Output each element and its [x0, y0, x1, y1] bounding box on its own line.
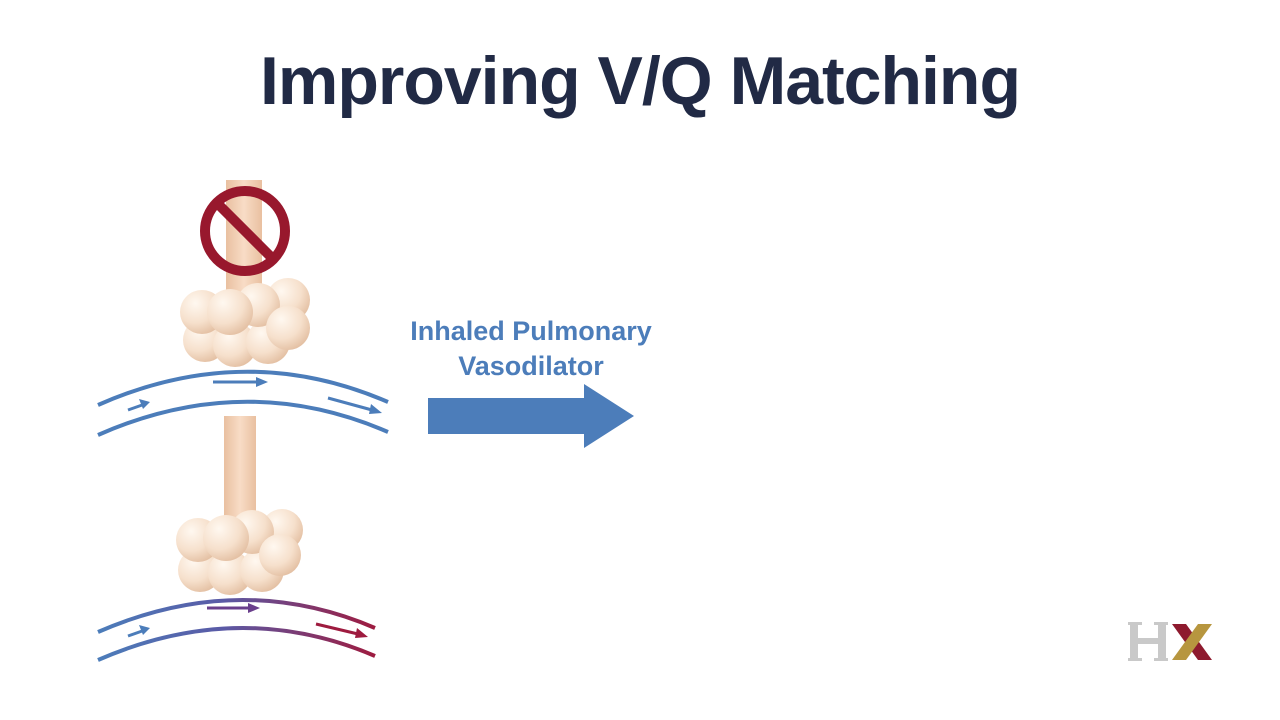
hx-logo	[1128, 622, 1212, 661]
treatment-label: Inhaled Pulmonary Vasodilator	[380, 314, 682, 384]
alveoli-cluster-top	[180, 278, 310, 367]
flow-arrow-icon	[127, 399, 150, 412]
logo-x-letter	[1172, 624, 1212, 660]
flow-arrow-icon	[127, 625, 150, 638]
treatment-label-line1: Inhaled Pulmonary	[410, 316, 652, 346]
airway-bottom	[224, 416, 256, 526]
flow-arrow-icon	[327, 396, 382, 414]
slide-title: Improving V/Q Matching	[259, 43, 1021, 119]
alveoli-cluster-bottom	[176, 509, 303, 595]
prohibited-icon	[200, 186, 290, 276]
treatment-label-line2: Vasodilator	[458, 351, 604, 381]
logo-h-letter	[1128, 622, 1168, 661]
blocked-alveolar-unit	[97, 180, 389, 437]
arrow-right-icon	[428, 384, 634, 448]
flow-arrow-icon	[207, 603, 260, 613]
vessel-bottom	[97, 598, 376, 662]
flow-arrow-icon	[315, 622, 368, 638]
ventilated-alveolar-unit	[97, 416, 376, 662]
flow-arrow-icon	[213, 377, 268, 387]
vessel-top	[97, 369, 389, 437]
